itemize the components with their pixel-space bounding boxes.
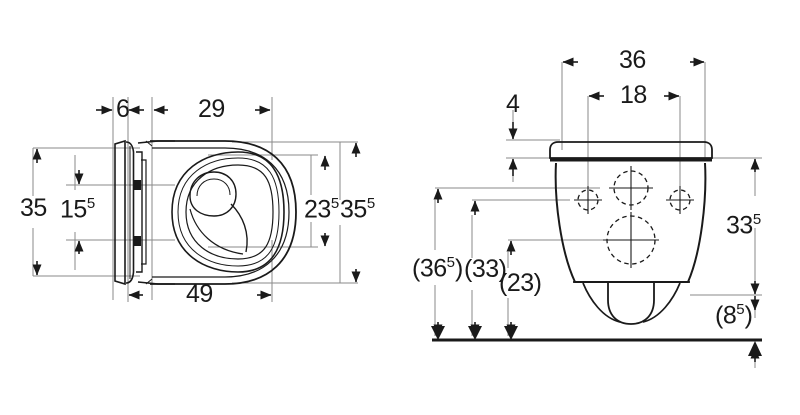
floor-line-arrowheads (431, 326, 762, 356)
dim-label-front-36-5-open: (36 (412, 254, 447, 283)
dim-label-plan-35-5-sup: 5 (366, 195, 376, 212)
dim-label-front-36-5: (365) (412, 255, 463, 281)
dim-label-plan-15-5: 155 (60, 196, 95, 222)
dim-label-front-36-5-sup: 5 (446, 254, 455, 271)
dim-label-front-8-5-close: ) (744, 301, 753, 330)
dim-label-front-36: 36 (619, 46, 646, 74)
dim-label-front-8-5: (85) (715, 301, 753, 330)
dim-label-plan-35-5: 355 (340, 196, 375, 222)
plan-extension-lines (32, 97, 358, 302)
dim-label-front-8-5-sup: 5 (736, 301, 745, 318)
dim-label-front-33: (33) (464, 255, 507, 283)
dim-label-plan-15-5-sup: 5 (86, 195, 96, 212)
dim-label-plan-23-5: 235 (304, 196, 339, 222)
dim-label-plan-23-5-sup: 5 (330, 195, 340, 212)
dim-label-plan-23-5-value: 23 (304, 195, 331, 224)
dim-label-plan-35-5-value: 35 (340, 195, 367, 224)
plan-toilet-outline (114, 139, 297, 286)
dim-label-plan-15-5-value: 15 (60, 195, 87, 224)
dim-label-front-23: (23) (499, 269, 542, 297)
dim-label-front-33-5-value: 33 (726, 211, 753, 240)
dim-label-front-36-5-close: ) (454, 254, 463, 283)
dim-label-front-18: 18 (620, 81, 647, 109)
dim-label-front-33-5: 335 (726, 212, 761, 238)
dim-label-plan-35: 35 (20, 194, 47, 222)
dim-label-front-33-5-sup: 5 (752, 211, 762, 228)
front-view-group (432, 57, 762, 368)
plan-view-group (32, 97, 361, 302)
dim-label-plan-29: 29 (198, 95, 225, 123)
front-toilet-outline (549, 141, 713, 325)
front-centre-marks (574, 166, 694, 268)
dim-label-front-8-5-open: (8 (715, 301, 737, 330)
dim-label-front-4: 4 (506, 90, 520, 118)
front-extension-lines (434, 62, 762, 368)
front-hidden-features (577, 170, 691, 265)
dim-label-plan-6: 6 (116, 95, 130, 123)
dim-label-plan-49: 49 (186, 280, 213, 308)
